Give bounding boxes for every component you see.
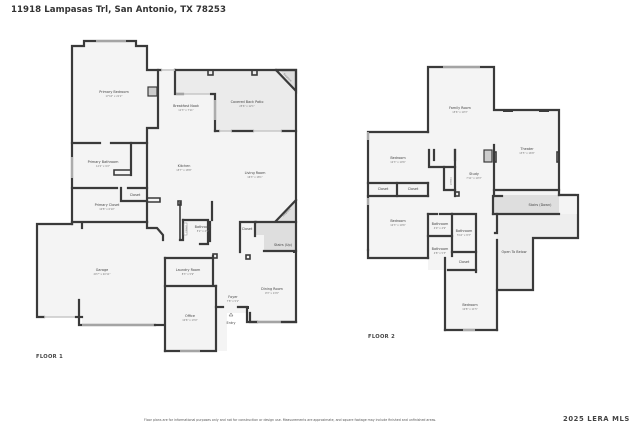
room-bathroom-dims: 5'2" x 4'9"	[197, 230, 210, 233]
room-open-to-below: Open To Below	[502, 250, 527, 254]
floor-1-plan: Primary Bedroom 17'10" x 21'2" Breakfast…	[35, 39, 298, 353]
room-stairs-up: Stairs (Up)	[274, 243, 293, 247]
room-laundry-room: Laundry Room	[176, 268, 201, 272]
room-laundry-room-dims: 8'3" x 5'9"	[182, 273, 195, 276]
room-covered-back-patio-dims: 25'6" x 12'1"	[239, 105, 255, 108]
floor-1-label: FLOOR 1	[36, 354, 63, 360]
room-bathroom-b: Bathroom	[456, 229, 473, 233]
room-kitchen: Kitchen	[178, 164, 191, 168]
room-primary-closet-dims: 10'8" x 6'10"	[99, 208, 115, 211]
room-office-dims: 10'6" x 13'0"	[182, 319, 198, 322]
room-closet-half: Closet	[185, 225, 188, 233]
room-closet-a: Closet	[378, 187, 389, 191]
room-primary-closet: Primary Closet	[95, 203, 120, 207]
room-dining-room-dims: 9'3" x 13'0"	[265, 292, 279, 295]
room-fireplace-patio: Fireplace	[283, 73, 293, 83]
room-bathroom: Bathroom	[195, 225, 212, 229]
room-theater-dims: 13'5" x 16'8"	[519, 152, 535, 155]
room-study: Study	[469, 172, 479, 176]
room-fireplace-living: Fireplace	[282, 207, 292, 217]
room-entry: Entry	[226, 321, 235, 325]
room-bedroom-b: Bedroom	[390, 219, 406, 223]
disclaimer-text: Floor plans are for informational purpos…	[144, 418, 437, 422]
room-bedroom-a-dims: 12'3" x 10'6"	[390, 161, 406, 164]
room-bedroom-b-dims: 12'3" x 10'6"	[390, 224, 406, 227]
room-primary-bathroom-dims: 12'2" x 9'2"	[96, 165, 110, 168]
room-office: Office	[185, 314, 195, 318]
room-bedroom-c-dims: 10'8" x 11'5"	[462, 308, 478, 311]
copyright-watermark: 2025 LERA MLS	[563, 415, 630, 423]
room-primary-bathroom: Primary Bathroom	[88, 160, 120, 164]
room-dining-room: Dining Room	[261, 287, 283, 291]
room-bedroom-a: Bedroom	[390, 156, 406, 160]
entry-arrow-icon	[228, 312, 234, 317]
room-primary-bedroom-dims: 17'10" x 21'2"	[105, 95, 122, 98]
room-covered-back-patio: Covered Back Patio	[231, 100, 264, 104]
room-study-dims: 7'11" x 10'3"	[466, 177, 482, 180]
room-closet-c: Closet	[449, 177, 452, 185]
room-foyer-dims: 7'8" x 5'1"	[227, 300, 240, 303]
room-bathroom-b-dims: 5'10" x 8'3"	[457, 234, 471, 237]
room-breakfast-nook-dims: 11'3" x 7'11"	[178, 109, 194, 112]
room-bathroom-a-dims: 4'9" x 4'9"	[434, 227, 447, 230]
room-stairs-down: Stairs (Down)	[529, 203, 553, 207]
room-closet-stairs: Closet	[242, 227, 253, 231]
room-theater: Theater	[519, 147, 534, 151]
room-bathroom-a: Bathroom	[432, 222, 449, 226]
room-garage-dims: 20'7" x 20'11"	[93, 273, 110, 276]
room-primary-bedroom: Primary Bedroom	[99, 90, 129, 94]
room-living-room: Living Room	[245, 171, 267, 175]
floor-2-label: FLOOR 2	[368, 334, 395, 340]
room-bathroom-c-dims: 4'8" x 5'3"	[434, 252, 447, 255]
room-breakfast-nook: Breakfast Nook	[173, 104, 199, 108]
room-family-room: Family Room	[449, 106, 471, 110]
room-kitchen-dims: 15'7" x 18'8"	[176, 169, 192, 172]
room-foyer: Foyer	[228, 295, 238, 299]
room-living-room-dims: 16'3" x 18'1"	[247, 176, 263, 179]
room-closet-d: Closet	[459, 260, 470, 264]
property-address-title: 11918 Lampasas Trl, San Antonio, TX 7825…	[11, 5, 226, 15]
room-garage: Garage	[96, 268, 108, 272]
floor-2-plan: Family Room 15'6" x 19'3" Theater 13'5" …	[366, 65, 580, 332]
room-closet-primary: Closet	[130, 193, 141, 197]
room-bedroom-c: Bedroom	[462, 303, 478, 307]
room-closet-b: Closet	[408, 187, 419, 191]
room-bathroom-c: Bathroom	[432, 247, 449, 251]
room-family-room-dims: 15'6" x 19'3"	[452, 111, 468, 114]
